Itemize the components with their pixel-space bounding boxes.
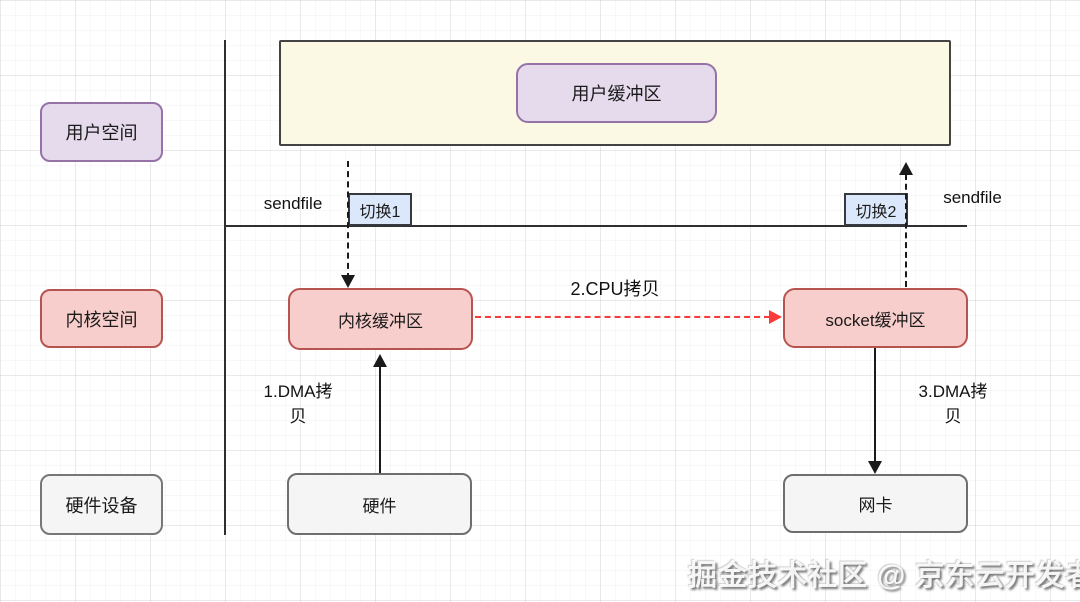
- dma-copy-3-arrow-line: [874, 348, 876, 463]
- sendfile-label-right: sendfile: [943, 188, 1002, 207]
- watermark-text: 掘金技术社区 @ 京东云开发者: [688, 560, 1080, 592]
- kernel-buffer-label: 内核缓冲区: [338, 311, 423, 331]
- dma-copy-3-arrowhead-icon: [868, 461, 882, 474]
- hardware-node: 硬件: [287, 473, 472, 535]
- kernel-space-label: 内核空间: [65, 309, 138, 330]
- region-label-hardware-device: 硬件设备: [40, 474, 163, 535]
- cpu-copy-arrowhead-icon: [769, 310, 782, 324]
- region-label-user-space: 用户空间: [40, 102, 163, 162]
- nic-node: 网卡: [783, 474, 968, 533]
- dma-copy-1-label: 1.DMA拷贝: [263, 382, 333, 426]
- region-label-kernel-space: 内核空间: [40, 289, 163, 348]
- nic-label: 网卡: [858, 496, 893, 515]
- lane-divider-vertical-line: [224, 40, 226, 535]
- switch-2-arrow-line: [905, 174, 907, 287]
- switch-2-label: 切换2: [855, 203, 897, 221]
- cpu-copy-arrow-line: [475, 316, 770, 318]
- dma-copy-1-arrowhead-icon: [373, 354, 387, 367]
- hardware-device-label: 硬件设备: [65, 495, 138, 516]
- switch-1-arrow-line: [347, 161, 349, 279]
- dma-copy-1-arrow-line: [379, 362, 381, 473]
- socket-buffer-node: socket缓冲区: [783, 288, 968, 348]
- switch-1-box: 切换1: [348, 193, 412, 226]
- hardware-label: 硬件: [362, 496, 397, 516]
- kernel-buffer-node: 内核缓冲区: [288, 288, 473, 350]
- switch-1-label: 切换1: [359, 203, 401, 221]
- switch-2-arrowhead-icon: [899, 162, 913, 175]
- user-space-label: 用户空间: [65, 123, 138, 143]
- cpu-copy-label: 2.CPU拷贝: [570, 279, 660, 299]
- sendfile-label-left: sendfile: [263, 194, 323, 213]
- user-buffer-label: 用户缓冲区: [571, 84, 662, 104]
- switch-2-box: 切换2: [844, 193, 908, 226]
- switch-1-arrowhead-icon: [341, 275, 355, 288]
- user-buffer-node: 用户缓冲区: [516, 63, 717, 123]
- dma-copy-3-label: 3.DMA拷贝: [918, 382, 988, 426]
- socket-buffer-label: socket缓冲区: [825, 310, 926, 330]
- user-kernel-boundary-line: [224, 225, 967, 227]
